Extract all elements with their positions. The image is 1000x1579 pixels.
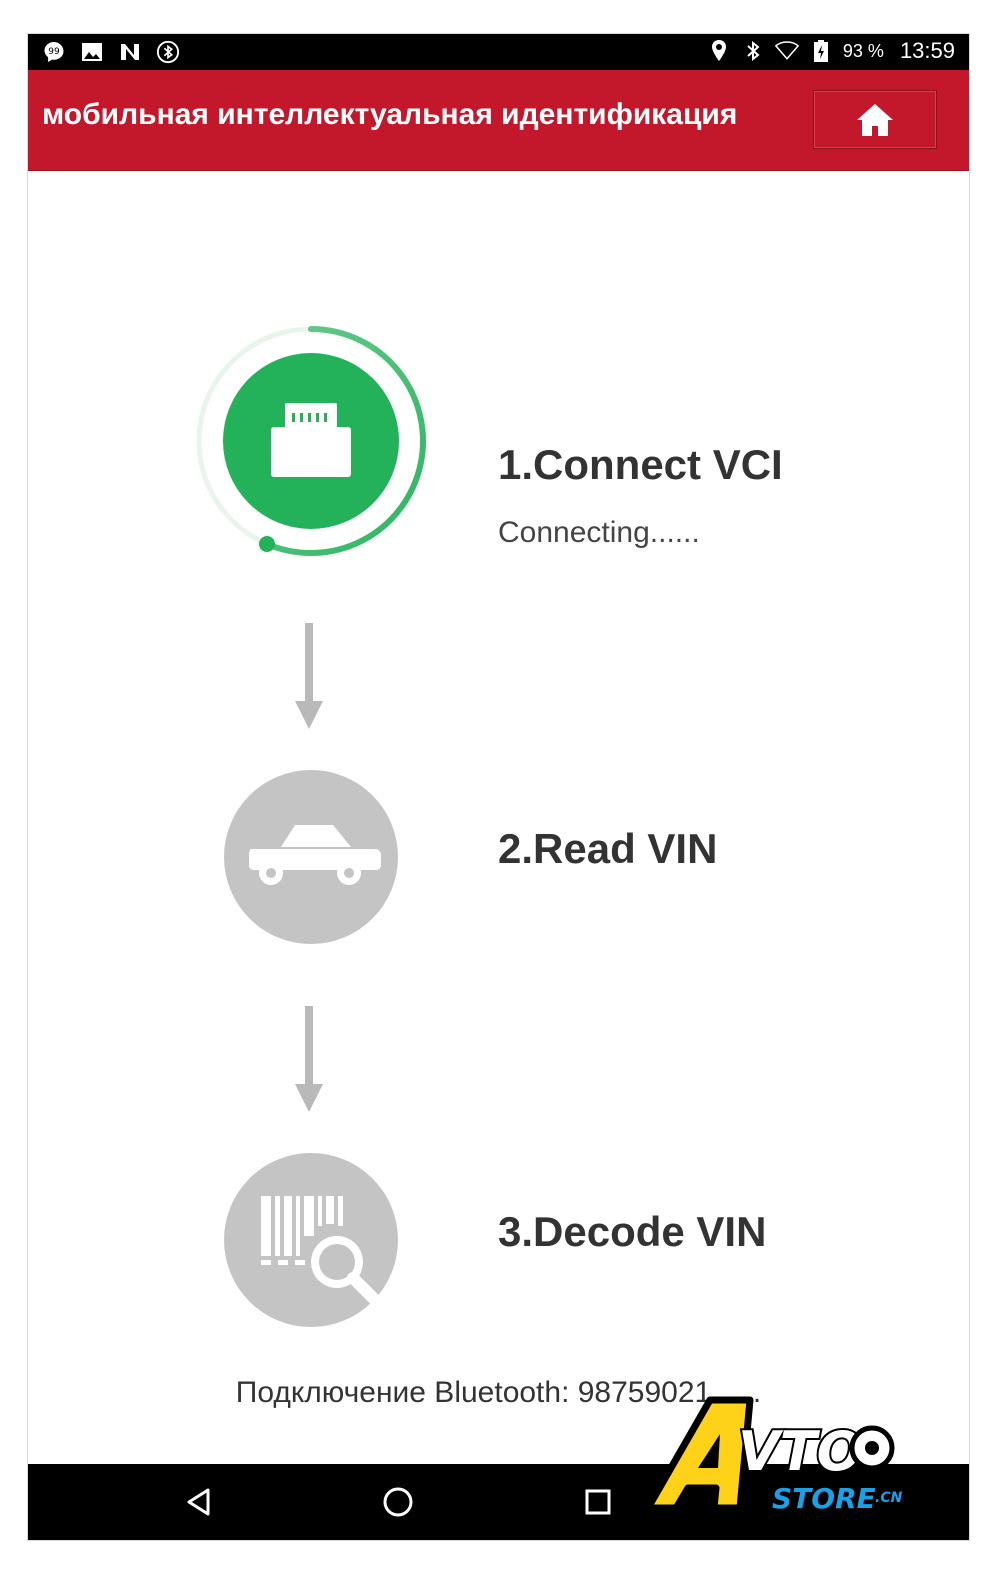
home-nav-button[interactable] [368,1478,428,1526]
image-icon [80,40,104,64]
wifi-icon [774,39,799,63]
battery-percent: 93 % [842,40,884,61]
status-bar-system: 93 % 13:59 [707,38,955,64]
status-bar: 99 93 % 13 [28,34,969,70]
step-3-title: 3.Decode VIN [498,1208,767,1255]
recents-icon [585,1489,611,1515]
svg-text:99: 99 [48,47,60,57]
clock: 13:59 [899,38,955,63]
status-bar-notifications: 99 [42,40,180,64]
recents-button[interactable] [568,1478,628,1526]
home-circle-icon [383,1487,413,1517]
arrow-down-icon [294,1006,324,1114]
identification-steps: 1.Connect VCI Connecting...... [28,171,969,1464]
svg-text:VTO: VTO [738,1420,863,1483]
svg-text:.CN: .CN [875,1490,903,1506]
device-screen: 99 93 % 13 [27,33,970,1541]
step-1-title: 1.Connect VCI [498,441,783,488]
vci-connector-icon [271,403,351,477]
avto-store-logo: VTO STORE .CN [640,1390,930,1540]
navigation-bar [28,1464,969,1540]
bluetooth-connection-status: Подключение Bluetooth: 98759021...... [235,1376,762,1409]
step-3-icon [223,1152,399,1328]
home-icon [857,103,893,136]
back-button[interactable] [169,1478,229,1526]
barcode-search-icon [261,1196,343,1265]
n-logo-icon [118,40,142,64]
bluetooth-circle-icon [156,40,180,64]
app-header: мобильная интеллектуальная идентификация [28,70,969,171]
step-1-icon [191,321,431,561]
chat-icon: 99 [42,40,66,64]
location-icon [707,39,731,63]
battery-charging-icon [809,39,833,63]
step-1-status: Connecting...... [498,516,700,549]
step-2-icon [223,769,399,945]
home-button[interactable] [813,90,937,149]
back-icon [187,1488,210,1516]
step-2-title: 2.Read VIN [498,825,718,872]
svg-text:STORE: STORE [772,1482,876,1515]
arrow-down-icon [294,623,324,731]
bluetooth-icon [741,39,765,63]
page-title: мобильная интеллектуальная идентификация [42,98,738,131]
